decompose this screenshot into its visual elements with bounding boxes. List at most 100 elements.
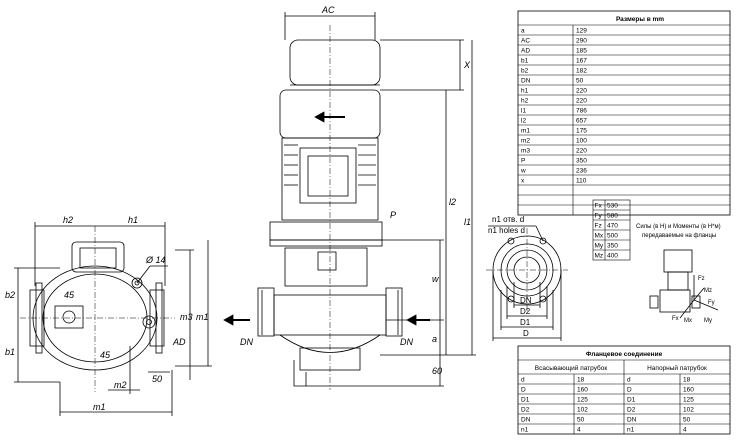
axis-fx: Fx bbox=[672, 316, 679, 322]
dim-m2: m2 bbox=[114, 380, 127, 390]
flange-table-title: Фланцевое соединение bbox=[586, 351, 663, 358]
flange-d2: D2 bbox=[520, 307, 531, 316]
flange-d: D bbox=[523, 329, 529, 338]
dimensions-table-key: b1 bbox=[521, 58, 529, 65]
dimensions-table-value: 182 bbox=[576, 68, 587, 75]
dimensions-table bbox=[517, 10, 731, 216]
axis-fy: Fy bbox=[708, 300, 715, 306]
dimensions-table-value: 220 bbox=[576, 88, 587, 95]
dimensions-table-header: Размеры в mm bbox=[616, 16, 664, 23]
dim-a: a bbox=[432, 334, 437, 344]
flange-discharge-value: 18 bbox=[683, 377, 691, 384]
forces-table-key: Fy bbox=[595, 213, 603, 220]
flange-suction-key: D bbox=[521, 387, 526, 394]
forces-table-key: Mx bbox=[595, 233, 604, 240]
axis-fz: Fz bbox=[698, 276, 705, 282]
dimensions-table-value: 185 bbox=[576, 48, 587, 55]
flange-discharge-header: Напорный патрубок bbox=[647, 364, 707, 372]
dimensions-table-value: 175 bbox=[576, 128, 587, 135]
axis-mz: Mz bbox=[704, 288, 712, 294]
flange-suction-header: Всасывающий патрубок bbox=[535, 364, 608, 372]
dimensions-table-key: h1 bbox=[521, 88, 529, 95]
axis-mx: Mx bbox=[684, 318, 692, 324]
flange-discharge-value: 4 bbox=[683, 427, 687, 434]
forces-sketch bbox=[649, 249, 719, 319]
flange-suction-value: 18 bbox=[577, 377, 585, 384]
dimensions-table-key: DN bbox=[521, 78, 531, 85]
flange-discharge-key: d bbox=[627, 377, 631, 384]
dimensions-table-key: m1 bbox=[521, 128, 530, 135]
dim-h1: h1 bbox=[128, 215, 138, 225]
dimensions-table-key: a bbox=[521, 28, 525, 35]
dim-dn-right: DN bbox=[400, 337, 413, 347]
dim-ad: AD bbox=[172, 337, 186, 347]
dimensions-table-value: 350 bbox=[576, 158, 587, 165]
flange-suction-key: D2 bbox=[521, 407, 530, 414]
dimensions-table-key: b2 bbox=[521, 68, 529, 75]
dimensions-table-value: 236 bbox=[576, 168, 587, 175]
dimensions-table-value: 129 bbox=[576, 28, 587, 35]
dim-45b: 45 bbox=[100, 350, 111, 360]
dimensions-table-key: P bbox=[521, 158, 525, 165]
flange-discharge-key: D2 bbox=[627, 407, 636, 414]
flange-dn: DN bbox=[520, 296, 532, 305]
dimensions-table-value: 110 bbox=[576, 178, 587, 185]
dim-m3: m3 bbox=[180, 312, 193, 322]
dim-60: 60 bbox=[432, 366, 442, 376]
dim-50: 50 bbox=[152, 374, 162, 384]
dimensions-table-key: AD bbox=[521, 48, 530, 55]
dim-x: X bbox=[463, 60, 471, 70]
dimensions-table-key: m2 bbox=[521, 138, 530, 145]
forces-table-value: 500 bbox=[607, 233, 618, 240]
flange-holes-ru: n1 отв. d bbox=[492, 215, 524, 224]
dimensions-table-value: 290 bbox=[576, 38, 587, 45]
dim-p: P bbox=[390, 210, 396, 220]
flange-discharge-value: 160 bbox=[683, 387, 694, 394]
dimensions-table-value: 50 bbox=[576, 78, 584, 85]
dimensions-table-value: 786 bbox=[576, 108, 587, 115]
plan-view bbox=[14, 222, 212, 416]
dimensions-table-key: x bbox=[521, 178, 525, 185]
flange-discharge-key: DN bbox=[627, 417, 637, 424]
forces-note: Силы (в Н) и Моменты (в Н*м) передаваемы… bbox=[636, 224, 722, 239]
dim-w: w bbox=[432, 274, 439, 284]
dim-h2: h2 bbox=[63, 215, 73, 225]
flange-holes-en: n1 holes d bbox=[488, 226, 525, 235]
flange-suction-value: 50 bbox=[577, 417, 585, 424]
axis-my: My bbox=[704, 318, 712, 324]
dim-l1: l1 bbox=[464, 217, 471, 227]
front-view bbox=[223, 12, 476, 390]
forces-table-key: My bbox=[595, 243, 604, 250]
flange-suction-value: 4 bbox=[577, 427, 581, 434]
forces-table-value: 350 bbox=[607, 243, 618, 250]
flange-discharge-key: n1 bbox=[627, 427, 635, 434]
flange-d1: D1 bbox=[520, 318, 531, 327]
dimensions-table-key: AC bbox=[521, 38, 530, 45]
flange-discharge-key: D bbox=[627, 387, 632, 394]
flange-discharge-value: 102 bbox=[683, 407, 694, 414]
dimensions-table-key: m3 bbox=[521, 148, 530, 155]
dim-45a: 45 bbox=[64, 290, 75, 300]
forces-table-key: Mz bbox=[595, 253, 604, 260]
dim-dn-left: DN bbox=[240, 337, 253, 347]
dim-b1: b1 bbox=[5, 347, 15, 357]
flange-view bbox=[486, 225, 568, 341]
forces-table-value: 530 bbox=[607, 203, 618, 210]
dim-phi: Ø 14 bbox=[145, 255, 166, 265]
forces-table-value: 580 bbox=[607, 213, 618, 220]
flange-discharge-value: 125 bbox=[683, 397, 694, 404]
flange-discharge-key: D1 bbox=[627, 397, 636, 404]
dimensions-table-value: 220 bbox=[576, 98, 587, 105]
dimensions-table-value: 167 bbox=[576, 58, 587, 65]
flange-suction-value: 125 bbox=[577, 397, 588, 404]
dim-m1-bottom: m1 bbox=[93, 402, 106, 412]
dim-b2: b2 bbox=[5, 290, 15, 300]
flange-suction-key: d bbox=[521, 377, 525, 384]
dim-m1-plan: m1 bbox=[196, 312, 209, 322]
flange-discharge-value: 50 bbox=[683, 417, 691, 424]
flange-suction-key: n1 bbox=[521, 427, 529, 434]
forces-table-value: 470 bbox=[607, 223, 618, 230]
dimensions-table-key: l1 bbox=[521, 108, 526, 115]
